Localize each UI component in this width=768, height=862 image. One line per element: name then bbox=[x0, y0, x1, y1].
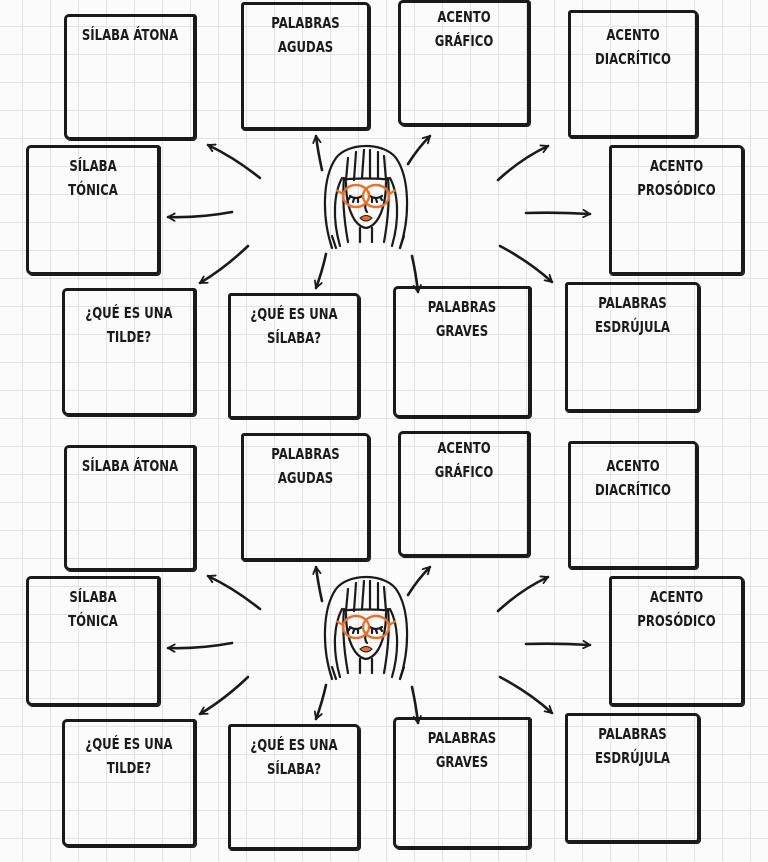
arrow-to-que-es-tilde bbox=[198, 675, 250, 716]
arrow-to-palabras-graves bbox=[410, 685, 418, 725]
arrow-to-palabras-esdrujula bbox=[498, 244, 554, 284]
box-palabras-esdrujula: PALABRAS ESDRÚJULA bbox=[565, 713, 700, 843]
arrow-to-silaba-tonica bbox=[166, 641, 234, 648]
arrow-to-acento-prosodico bbox=[524, 213, 592, 214]
box-label: SÍLABA TÓNICA bbox=[68, 588, 118, 630]
concept-map-top: SÍLABA ÁTONA PALABRAS AGUDAS ACENTO GRÁF… bbox=[26, 0, 744, 419]
box-label: PALABRAS AGUDAS bbox=[271, 14, 340, 56]
arrow-to-que-es-tilde bbox=[198, 244, 250, 285]
box-acento-diacritico: ACENTO DIACRÍTICO bbox=[568, 10, 698, 138]
box-silaba-tonica: SÍLABA TÓNICA bbox=[26, 145, 160, 275]
arrow-to-que-es-silaba bbox=[316, 683, 328, 721]
box-acento-diacritico: ACENTO DIACRÍTICO bbox=[568, 441, 698, 569]
connector-arrows bbox=[166, 565, 592, 725]
box-label: ACENTO GRÁFICO bbox=[434, 439, 494, 481]
box-label: SÍLABA ÁTONA bbox=[81, 457, 179, 475]
connector-arrows bbox=[166, 134, 592, 294]
arrow-to-silaba-tonica bbox=[166, 210, 234, 217]
box-label: ACENTO PROSÓDICO bbox=[637, 588, 716, 630]
box-label: PALABRAS GRAVES bbox=[427, 729, 497, 771]
box-label: ¿QUÉ ES UNA SÍLABA? bbox=[250, 736, 338, 778]
arrow-to-palabras-esdrujula bbox=[498, 675, 554, 715]
box-acento-prosodico: ACENTO PROSÓDICO bbox=[609, 576, 744, 706]
arrow-to-acento-diacritico bbox=[496, 577, 550, 613]
box-silaba-atona: SÍLABA ÁTONA bbox=[64, 14, 196, 140]
box-acento-prosodico: ACENTO PROSÓDICO bbox=[609, 145, 744, 275]
box-acento-grafico: ACENTO GRÁFICO bbox=[398, 431, 530, 557]
arrow-to-acento-diacritico bbox=[496, 146, 550, 182]
box-palabras-agudas: PALABRAS AGUDAS bbox=[241, 2, 370, 130]
box-label: ¿QUÉ ES UNA TILDE? bbox=[85, 735, 173, 777]
arrow-to-que-es-silaba bbox=[316, 252, 328, 290]
woman-with-glasses-icon bbox=[323, 145, 409, 250]
arrow-to-palabras-agudas bbox=[316, 565, 324, 603]
box-palabras-graves: PALABRAS GRAVES bbox=[393, 286, 531, 418]
arrow-to-palabras-agudas bbox=[316, 134, 324, 172]
box-palabras-graves: PALABRAS GRAVES bbox=[393, 717, 531, 849]
box-label: ACENTO DIACRÍTICO bbox=[595, 26, 671, 68]
box-palabras-agudas: PALABRAS AGUDAS bbox=[241, 433, 370, 561]
arrow-to-acento-prosodico bbox=[524, 644, 592, 645]
box-acento-grafico: ACENTO GRÁFICO bbox=[398, 0, 530, 126]
box-label: ¿QUÉ ES UNA SÍLABA? bbox=[250, 305, 338, 347]
box-label: ACENTO DIACRÍTICO bbox=[595, 457, 671, 499]
box-label: PALABRAS AGUDAS bbox=[271, 445, 340, 487]
box-label: SÍLABA TÓNICA bbox=[68, 157, 118, 199]
box-label: PALABRAS GRAVES bbox=[427, 298, 497, 340]
box-palabras-esdrujula: PALABRAS ESDRÚJULA bbox=[565, 282, 700, 412]
box-que-es-silaba: ¿QUÉ ES UNA SÍLABA? bbox=[228, 724, 360, 850]
box-label: SÍLABA ÁTONA bbox=[81, 26, 179, 44]
box-silaba-atona: SÍLABA ÁTONA bbox=[64, 445, 196, 571]
box-label: ACENTO PROSÓDICO bbox=[637, 157, 716, 199]
arrow-to-palabras-graves bbox=[410, 254, 418, 294]
box-que-es-silaba: ¿QUÉ ES UNA SÍLABA? bbox=[228, 293, 360, 419]
box-silaba-tonica: SÍLABA TÓNICA bbox=[26, 576, 160, 706]
box-label: ACENTO GRÁFICO bbox=[434, 8, 494, 50]
arrow-to-silaba-atona bbox=[206, 576, 262, 611]
box-label: ¿QUÉ ES UNA TILDE? bbox=[85, 304, 173, 346]
concept-map-bottom: SÍLABA ÁTONA PALABRAS AGUDAS ACENTO GRÁF… bbox=[0, 431, 768, 862]
arrow-to-acento-grafico bbox=[406, 565, 432, 597]
arrow-to-acento-grafico bbox=[406, 134, 432, 166]
woman-with-glasses-icon bbox=[323, 576, 409, 681]
arrow-to-silaba-atona bbox=[206, 145, 262, 180]
box-label: PALABRAS ESDRÚJULA bbox=[594, 725, 671, 767]
box-que-es-tilde: ¿QUÉ ES UNA TILDE? bbox=[62, 288, 196, 416]
box-label: PALABRAS ESDRÚJULA bbox=[594, 294, 671, 336]
box-que-es-tilde: ¿QUÉ ES UNA TILDE? bbox=[62, 719, 196, 847]
